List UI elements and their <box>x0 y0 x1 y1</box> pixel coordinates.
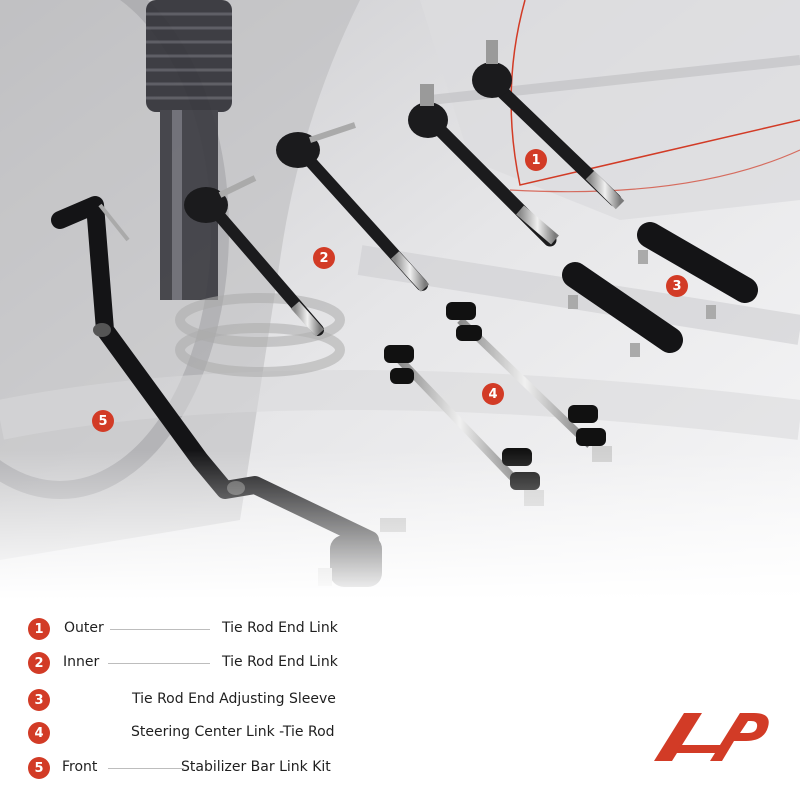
legend-prefix: Outer <box>64 620 104 636</box>
legend-badge-4: 4 <box>28 722 50 744</box>
callout-badge-3: 3 <box>666 275 688 297</box>
legend-prefix: Inner <box>63 654 100 670</box>
legend-row-2: 2 Inner Tie Rod End Link <box>28 652 588 674</box>
brand-logo-icon <box>654 713 769 761</box>
callout-badge-5: 5 <box>92 410 114 432</box>
parts-legend: 1 Outer Tie Rod End Link 2 Inner Tie Rod… <box>0 610 800 800</box>
legend-row-5: 5 Front Stabilizer Bar Link Kit <box>28 757 588 779</box>
callout-badge-1: 1 <box>525 149 547 171</box>
leader-line <box>108 663 210 664</box>
legend-row-1: 1 Outer Tie Rod End Link <box>28 618 588 640</box>
legend-part-name: Tie Rod End Adjusting Sleeve <box>132 691 336 707</box>
legend-part-name: Tie Rod End Link <box>222 654 338 670</box>
legend-badge-3: 3 <box>28 689 50 711</box>
leader-line <box>108 768 184 769</box>
leader-line <box>110 629 210 630</box>
legend-row-4: 4 Steering Center Link -Tie Rod <box>28 722 588 744</box>
legend-part-name: Stabilizer Bar Link Kit <box>181 759 331 775</box>
legend-badge-1: 1 <box>28 618 50 640</box>
legend-prefix: Front <box>62 759 98 775</box>
legend-row-3: 3 Tie Rod End Adjusting Sleeve <box>28 689 588 711</box>
legend-badge-2: 2 <box>28 652 50 674</box>
product-photo <box>0 0 800 600</box>
legend-part-name: Tie Rod End Link <box>222 620 338 636</box>
legend-badge-5: 5 <box>28 757 50 779</box>
legend-part-name: Steering Center Link -Tie Rod <box>131 724 335 740</box>
callout-badge-2: 2 <box>313 247 335 269</box>
callout-badge-4: 4 <box>482 383 504 405</box>
